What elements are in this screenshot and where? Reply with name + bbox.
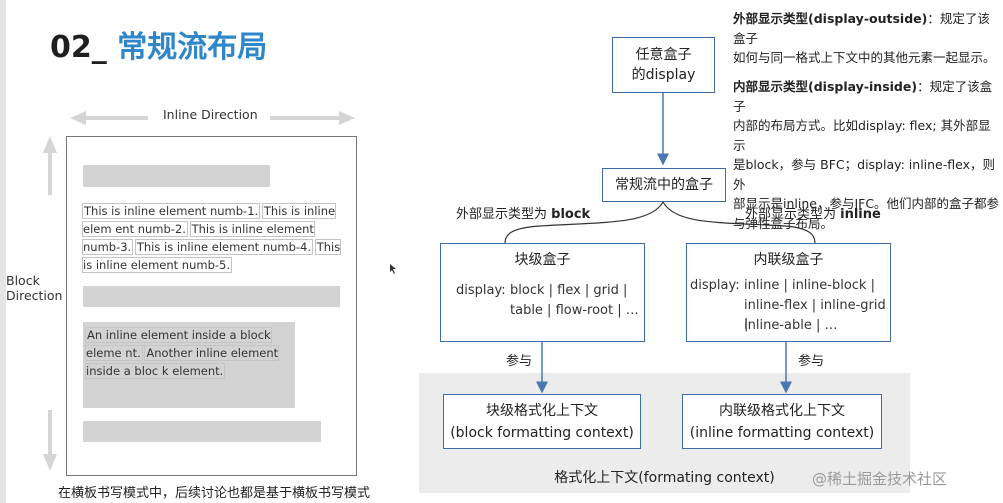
inline-box-display-prefix: display:	[690, 278, 740, 293]
block-inline-element-2: Another inline element inside a bloc k e…	[84, 345, 280, 379]
block-box-title: 块级盒子	[514, 252, 571, 268]
watermark-text: @稀土掘金技术社区	[812, 470, 948, 488]
bfc-box-node: 块级格式化上下文 (block formatting context)	[443, 394, 641, 449]
ifc-box-node: 内联级格式化上下文 (inline formatting context)	[682, 394, 882, 449]
block-box-display-line1: block | flex | grid |	[510, 283, 628, 298]
inside-note-line1: ：规定了该盒子	[733, 79, 993, 114]
block-box-node: 块级盒子 display: block | flex | grid | tabl…	[440, 243, 645, 342]
outside-note-heading: 外部显示类型(display-outside)	[733, 11, 928, 26]
inside-note-heading: 内部显示类型(display-inside)	[733, 79, 918, 94]
any-box-line1: 任意盒子	[635, 47, 692, 63]
title-prefix: 02_	[50, 30, 107, 65]
participate-left-label: 参与	[506, 354, 533, 369]
outside-inline-label: 外部显示类型为 inline	[745, 203, 881, 222]
inline-box-display-line2: inline-flex | inline-grid |	[744, 298, 886, 332]
block-inline-paragraph: An inline element inside a block eleme n…	[84, 326, 294, 380]
block-direction-line1: Block	[6, 273, 40, 288]
normal-flow-box-label: 常规流中的盒子	[615, 177, 713, 193]
outside-block-label: 外部显示类型为 block	[456, 203, 590, 222]
inline-element-1: This is inline element numb-1.	[81, 203, 261, 219]
block-box-display-prefix: display:	[456, 283, 506, 298]
bfc-box-line1: 块级格式化上下文	[486, 402, 598, 419]
inside-note-line3: 是block，参与 BFC；display: inline-flex，则外	[733, 157, 995, 192]
formatting-context-label: 格式化上下文(formating context)	[554, 470, 775, 486]
writing-mode-caption: 在横板书写模式中，后续讨论也都是基于横板书写模式	[58, 486, 371, 501]
inline-direction-arrow-right-icon	[339, 111, 355, 125]
inline-box-display-line1: inline | inline-block |	[744, 278, 875, 293]
block-element-bar-1	[83, 165, 270, 187]
outside-note-line2: 如何与同一格式上下文中的其他元素一起显示。	[733, 50, 996, 65]
outside-block-prefix: 外部显示类型为	[456, 207, 552, 222]
inline-element-3: This is inline element numb-3.	[82, 221, 315, 255]
branch-to-block	[504, 201, 664, 244]
block-box-display-line2: table | flow-root | …	[510, 303, 639, 318]
outside-inline-prefix: 外部显示类型为	[745, 207, 841, 222]
block-direction-label: Block Direction	[6, 273, 62, 303]
mouse-cursor-icon	[390, 264, 396, 274]
inline-paragraph: This is inline element numb-1. This is i…	[81, 202, 342, 274]
left-edge-strip	[0, 0, 6, 503]
inline-element-2: This is inline elem ent numb-2.	[81, 203, 337, 237]
outside-note-line1: ：规定了该盒子	[733, 11, 990, 46]
block-direction-line2: Direction	[6, 288, 63, 303]
inside-note-line2: 内部的布局方式。比如display: flex; 其外部显示	[733, 118, 991, 153]
inside-note-line4: 部显示是inline，参与IFC。他们内部的盒子都参	[733, 196, 1000, 211]
ifc-box-line2: (inline formatting context)	[689, 424, 875, 441]
block-direction-arrow-up-icon	[43, 136, 57, 153]
inline-box-display-line3: inline-able | …	[744, 318, 838, 333]
watermark: @稀土掘金技术社区	[812, 468, 947, 489]
branch-to-inline	[662, 201, 816, 244]
any-box-node: 任意盒子 的display	[612, 37, 715, 93]
outside-inline-value: inline	[840, 207, 881, 222]
block-direction-arrow-down-icon	[43, 454, 57, 471]
outside-display-note: 外部显示类型(display-outside)：规定了该盒子 如何与同一格式上下…	[733, 9, 1001, 68]
normal-flow-box-node: 常规流中的盒子	[602, 168, 726, 202]
ifc-box-line1: 内联级格式化上下文	[719, 402, 845, 419]
block-element-with-inlines	[83, 322, 295, 408]
title-text: 常规流布局	[117, 30, 268, 65]
outside-block-value: block	[551, 207, 591, 222]
any-box-line2: 的display	[631, 67, 696, 83]
inline-direction-arrow-left-icon	[70, 111, 86, 125]
block-element-bar-2	[83, 286, 340, 307]
block-inline-element-1: An inline element inside a block eleme n…	[85, 327, 272, 361]
inline-box-node: 内联级盒子 display: inline | inline-block | i…	[686, 243, 891, 342]
inside-note-line5: 与弹性盒子布局。	[733, 215, 834, 231]
bfc-box-line2: (block formatting context)	[450, 424, 634, 441]
inline-box-title: 内联级盒子	[753, 252, 824, 268]
block-element-bar-3	[83, 421, 321, 442]
participate-right-label: 参与	[798, 354, 825, 369]
inside-display-note: 内部显示类型(display-inside)：规定了该盒子 内部的布局方式。比如…	[733, 77, 1001, 233]
slide-title: 02_ 常规流布局	[50, 22, 267, 66]
inline-direction-label: Inline Direction	[163, 107, 258, 122]
inline-element-4: This is inline element numb-4.	[134, 239, 314, 255]
inline-element-5: This is inline element numb-5.	[81, 239, 342, 273]
